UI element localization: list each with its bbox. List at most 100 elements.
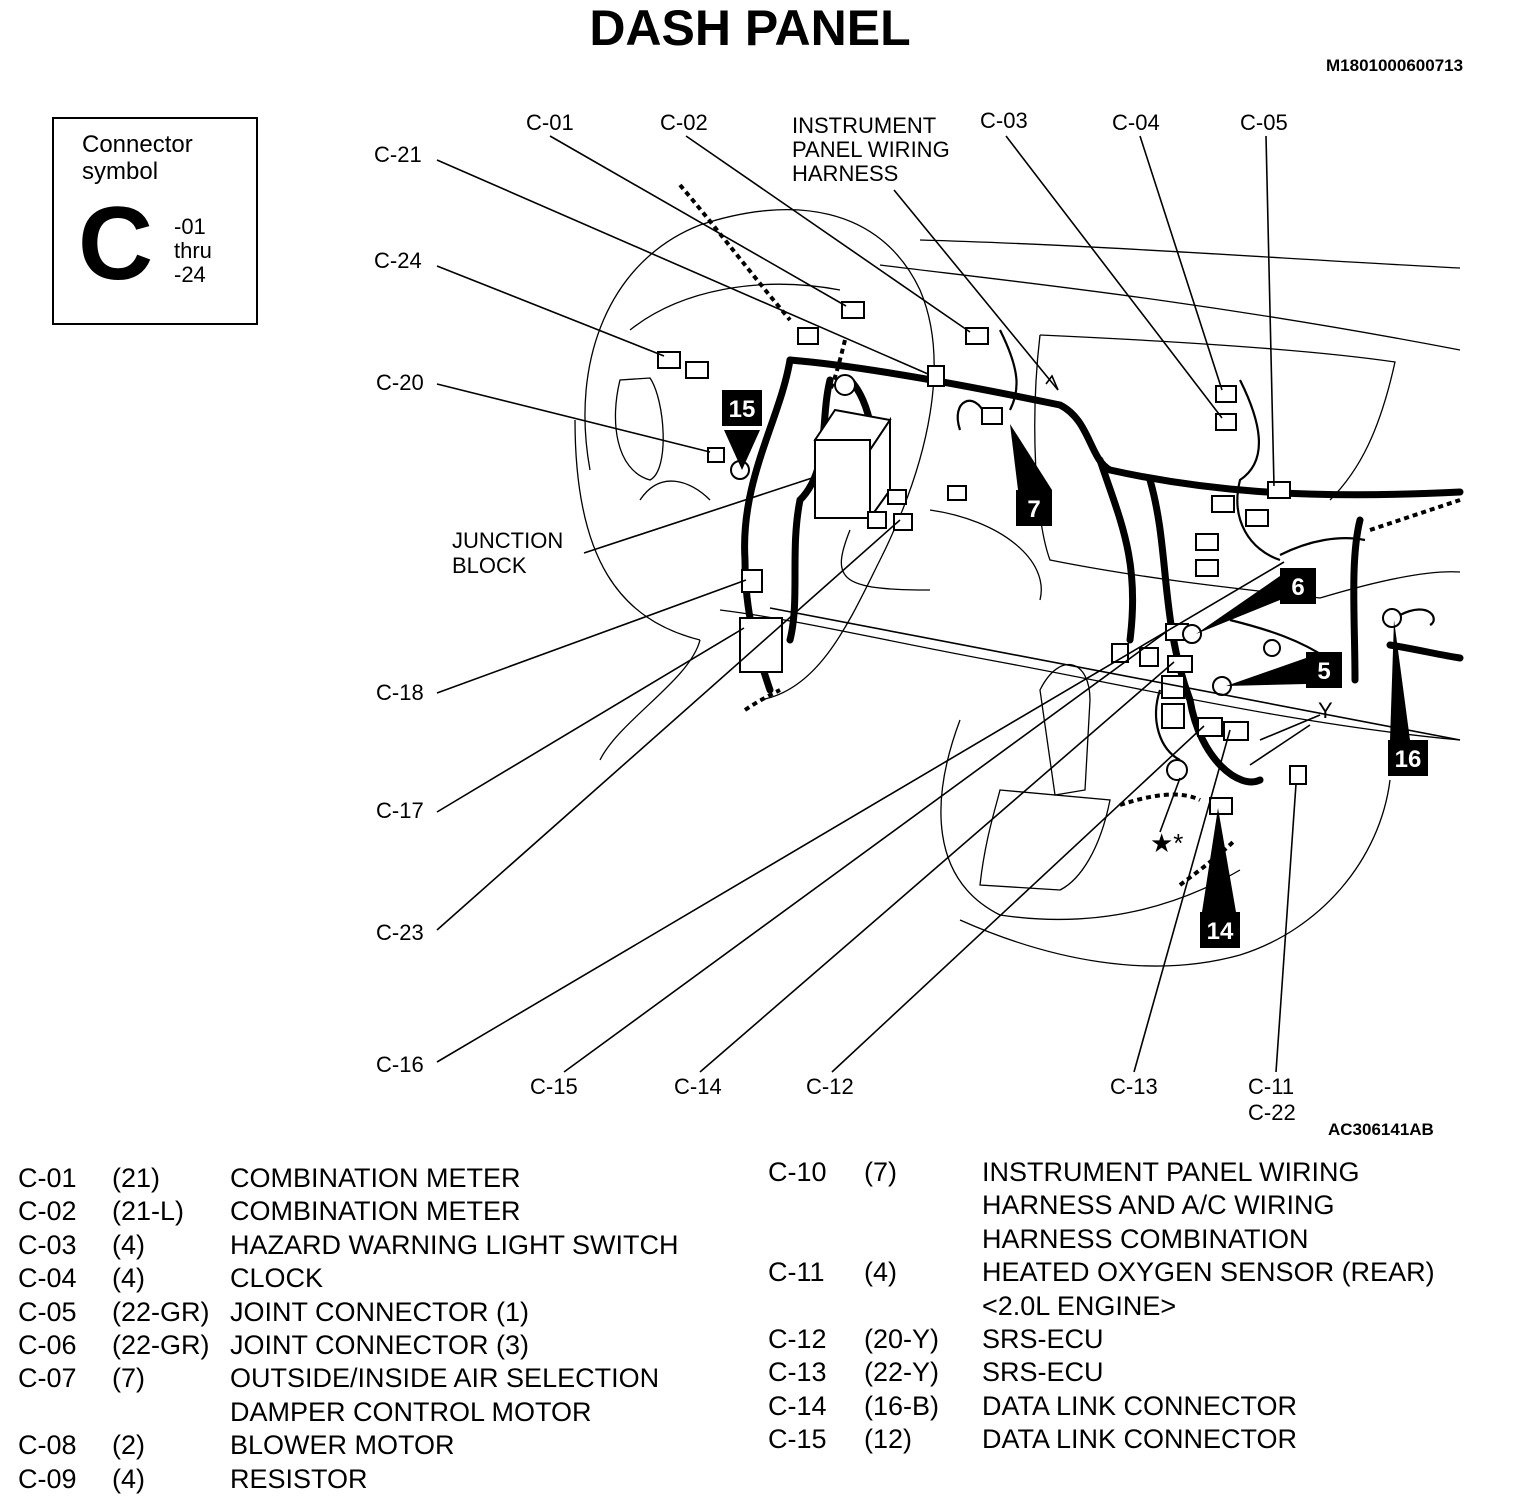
legend-pins: (21-L) <box>112 1196 185 1227</box>
connector-generic <box>1195 533 1219 551</box>
legend-code: C-04 <box>18 1263 77 1294</box>
connector-c05 <box>1267 481 1291 499</box>
legend-row: C-04(4)CLOCK <box>18 1262 738 1295</box>
callout-c24: C-24 <box>374 248 422 273</box>
legend-description: HEATED OXYGEN SENSOR (REAR)<2.0L ENGINE> <box>982 1256 1435 1323</box>
legend-description-line: CLOCK <box>230 1263 324 1294</box>
legend-description-line: DATA LINK CONNECTOR <box>982 1424 1298 1455</box>
legend-description-line: COMBINATION METER <box>230 1196 521 1227</box>
callout-c18: C-18 <box>376 680 424 705</box>
callout-c03: C-03 <box>980 108 1028 133</box>
callout-c22: C-22 <box>1248 1100 1296 1125</box>
callout-c13: C-13 <box>1110 1074 1158 1099</box>
legend-description-line: HARNESS AND A/C WIRING <box>982 1190 1335 1221</box>
caption-line: symbol <box>82 158 159 185</box>
legend-pins: (22-GR) <box>112 1329 210 1360</box>
legend-code: C-07 <box>18 1363 77 1394</box>
connector-c02 <box>965 327 989 345</box>
legend-description: COMBINATION METER <box>230 1162 521 1195</box>
document-code: M1801000600713 <box>1326 56 1464 75</box>
legend-pins: (16-B) <box>864 1390 940 1421</box>
legend-description: SRS-ECU <box>982 1356 1104 1389</box>
legend-description-line: COMBINATION METER <box>230 1163 521 1193</box>
legend-code: C-15 <box>768 1424 827 1455</box>
legend-row: C-15 (12) DATA LINK CONNECTOR <box>768 1423 1508 1456</box>
range-line: -01 <box>174 214 206 239</box>
legend-code: C-10 <box>768 1157 827 1187</box>
callout-c14: C-14 <box>674 1074 722 1099</box>
ground-point-5 <box>1212 676 1232 696</box>
legend-description-line: SRS-ECU <box>982 1323 1104 1354</box>
ground-point-6 <box>1182 624 1202 644</box>
legend-description: JOINT CONNECTOR (3) <box>230 1329 529 1362</box>
legend-row: C-12(20-Y)SRS-ECU <box>768 1323 1508 1356</box>
connector-c17 <box>739 617 783 673</box>
legend-row: C-08(2)BLOWER MOTOR <box>18 1429 738 1462</box>
badge-5: 5 <box>1306 652 1342 688</box>
legend-description: COMBINATION METER <box>230 1195 521 1228</box>
legend-row: C-05 (22-GR) JOINT CONNECTOR (1) <box>18 1296 738 1329</box>
legend-description-line: JOINT CONNECTOR (1) <box>230 1296 530 1327</box>
legend-code: C-06 <box>18 1329 77 1360</box>
legend-description-line: DAMPER CONTROL MOTOR <box>230 1396 592 1427</box>
badges: 15 7 6 5 16 14 <box>722 390 1428 948</box>
callout-c21: C-21 <box>374 142 422 167</box>
legend-pins: (4) <box>864 1257 897 1288</box>
badge-pointer-6 <box>1196 576 1280 634</box>
connector-c16 <box>1139 647 1159 667</box>
connector-c12 <box>1197 717 1223 737</box>
junction-block <box>813 408 892 522</box>
callout-c05: C-05 <box>1240 110 1288 135</box>
legend-description-line: RESISTOR <box>230 1463 368 1494</box>
page-title: DASH PANEL <box>589 0 911 56</box>
legend-pins: (22-GR) <box>112 1296 210 1327</box>
badge-pointer-5 <box>1226 658 1306 686</box>
legend-code: C-13 <box>768 1357 827 1388</box>
legend-row: C-06 (22-GR) JOINT CONNECTOR (3) <box>18 1329 738 1362</box>
dashed-harness <box>678 183 1461 887</box>
callout-c15: C-15 <box>530 1074 578 1099</box>
callout-c16: C-16 <box>376 1052 424 1077</box>
callout-c23: C-23 <box>376 920 424 945</box>
legend-code: C-05 <box>18 1296 77 1327</box>
connector-generic <box>797 327 819 345</box>
badge-14: 14 <box>1200 912 1240 948</box>
connector-c13 <box>1223 721 1249 741</box>
callout-c17: C-17 <box>376 798 424 823</box>
legend-code: C-09 <box>18 1463 77 1494</box>
legend-description: JOINT CONNECTOR (1) <box>230 1296 529 1329</box>
legend-code: C-01 <box>18 1163 77 1193</box>
callout-junction-line: JUNCTION <box>452 528 563 553</box>
legend-pins: (12) <box>864 1424 913 1455</box>
badge-label: 5 <box>1317 658 1330 685</box>
badge-label: 6 <box>1291 574 1304 601</box>
connector-c20 <box>707 447 725 463</box>
legend-description: CLOCK <box>230 1262 323 1295</box>
callout-c04: C-04 <box>1112 110 1160 135</box>
connector-generic <box>887 489 907 505</box>
badge-7: 7 <box>1016 490 1052 526</box>
legend-code: C-03 <box>18 1229 77 1260</box>
legend-row: C-01(21)COMBINATION METER <box>18 1162 738 1195</box>
legend-row: C-11(4)HEATED OXYGEN SENSOR (REAR)<2.0L … <box>768 1256 1508 1323</box>
badge-pointer-16 <box>1390 620 1410 740</box>
badge-label: 7 <box>1027 496 1040 523</box>
badge-16: 16 <box>1388 740 1428 776</box>
connector-symbol-box: Connector symbol C -01 thru -24 <box>52 117 258 325</box>
legend-pins: (2) <box>112 1430 145 1461</box>
legend-pins: (20-Y) <box>864 1323 940 1354</box>
legend-pins: (7) <box>112 1363 145 1394</box>
connector-generic <box>893 513 913 531</box>
callout-c02: C-02 <box>660 110 708 135</box>
legend-description-line: HARNESS COMBINATION <box>982 1223 1309 1254</box>
legend-row: C-13(22-Y)SRS-ECU <box>768 1356 1508 1389</box>
callout-c20: C-20 <box>376 370 424 395</box>
callout-junction-line: BLOCK <box>452 553 527 578</box>
callout-y-mark: Y <box>1318 698 1333 723</box>
connector-generic <box>867 511 887 529</box>
